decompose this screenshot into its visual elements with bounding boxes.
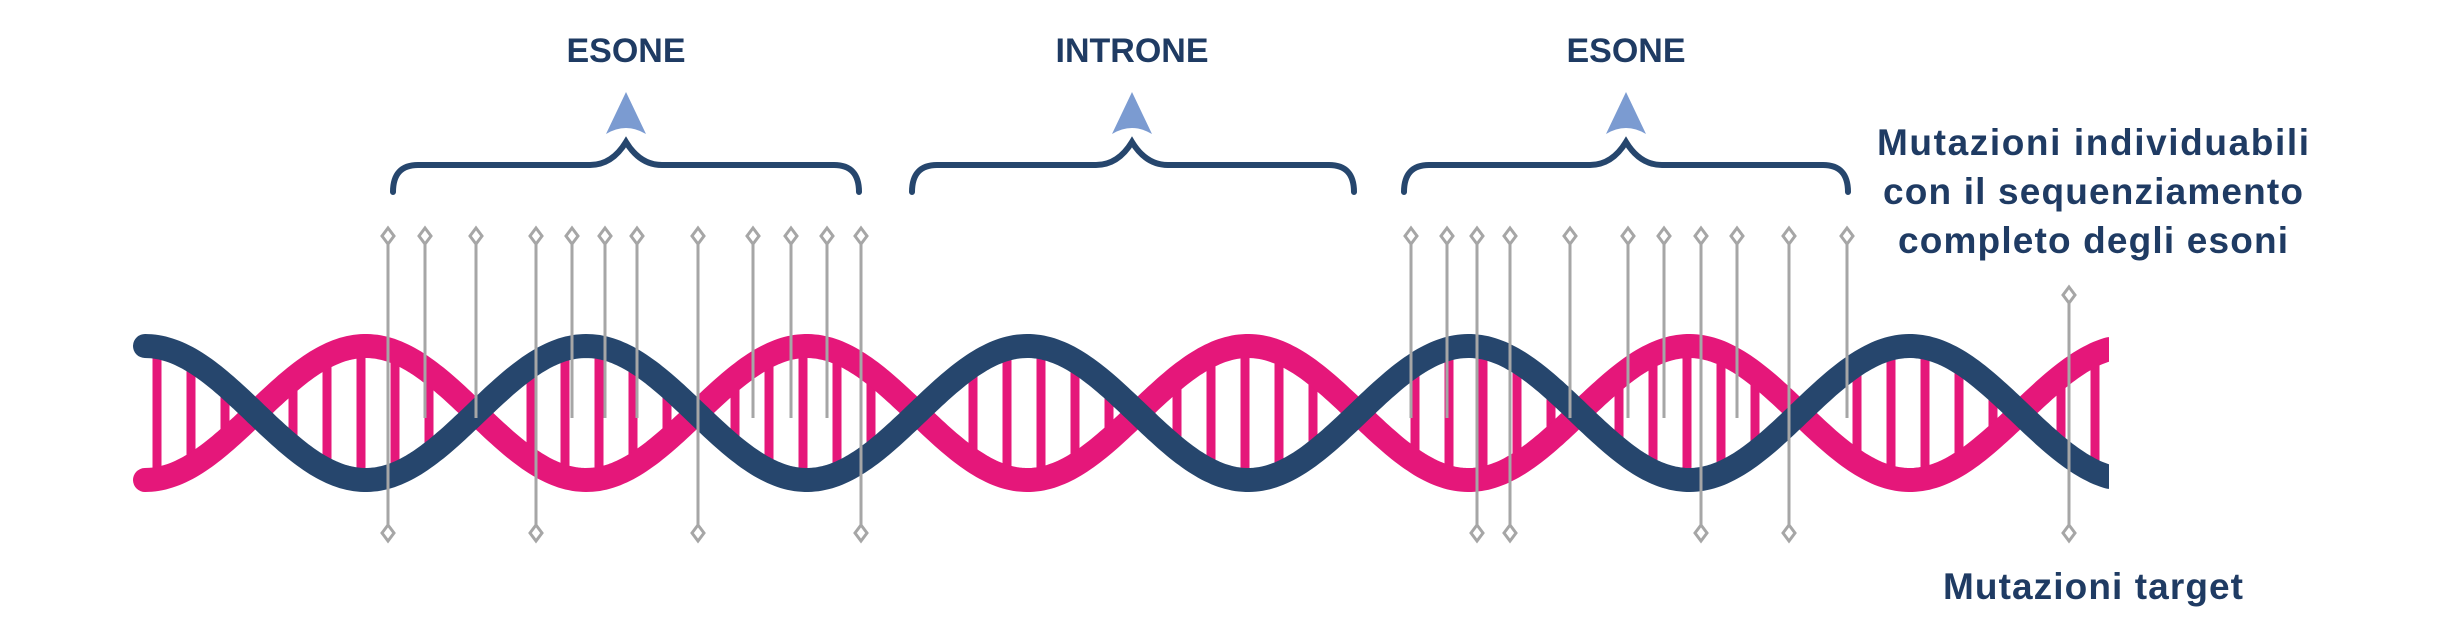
- diamond-icon: [690, 225, 706, 247]
- diamond-icon: [1469, 522, 1485, 544]
- exome-mutation-marker: [597, 225, 613, 418]
- target-mutation-marker: [1502, 225, 1518, 544]
- diamond-icon: [2061, 284, 2077, 306]
- exome-mutation-marker: [468, 225, 484, 418]
- mutation-markers: [380, 225, 2077, 544]
- exome-mutation-marker: [1839, 225, 1855, 418]
- target-mutation-marker: [1781, 225, 1797, 544]
- diamond-icon: [1439, 225, 1455, 247]
- diamond-icon: [690, 522, 706, 544]
- legend-exome-line-3: completo degli esoni: [1898, 220, 2288, 261]
- diamond-icon: [1403, 225, 1419, 247]
- region-label-exon-2: ESONE: [1566, 32, 1685, 70]
- diamond-icon: [1729, 225, 1745, 247]
- region-label-exon-1: ESONE: [566, 32, 685, 70]
- diamond-icon: [1469, 225, 1485, 247]
- dna-strands: [133, 300, 2129, 520]
- legend-target-marker: [2061, 284, 2077, 544]
- exome-mutation-marker: [745, 225, 761, 418]
- exome-mutation-marker: [1620, 225, 1636, 418]
- diamond-icon: [853, 225, 869, 247]
- diamond-icon: [1502, 522, 1518, 544]
- diamond-icon: [1781, 225, 1797, 247]
- dna-strand-blue: [133, 333, 2121, 492]
- diamond-icon: [783, 225, 799, 247]
- diamond-icon: [1620, 225, 1636, 247]
- diamond-icon: [1781, 522, 1797, 544]
- up-arrow-icon: [1606, 92, 1646, 134]
- diamond-icon: [597, 225, 613, 247]
- exome-mutation-marker: [1439, 225, 1455, 418]
- diamond-icon: [853, 522, 869, 544]
- target-mutation-marker: [1469, 225, 1485, 544]
- region-exon-1: ESONE: [390, 32, 862, 195]
- region-intron: INTRONE: [909, 32, 1357, 195]
- exome-mutation-marker: [1729, 225, 1745, 418]
- diamond-icon: [1502, 225, 1518, 247]
- target-mutation-marker: [528, 225, 544, 544]
- exome-mutation-marker: [564, 225, 580, 418]
- diamond-icon: [1839, 225, 1855, 247]
- diamond-icon: [417, 225, 433, 247]
- exome-mutation-marker: [1562, 225, 1578, 418]
- diamond-icon: [380, 225, 396, 247]
- strand-end-mask: [2109, 300, 2129, 520]
- legend-exome-sequencing: Mutazioni individuabili con il sequenzia…: [1877, 122, 2309, 261]
- diamond-icon: [2061, 522, 2077, 544]
- target-mutation-marker: [690, 225, 706, 544]
- exome-mutation-marker: [1403, 225, 1419, 418]
- target-mutation-marker: [853, 225, 869, 544]
- diamond-icon: [564, 225, 580, 247]
- target-mutation-marker: [1693, 225, 1709, 544]
- diamond-icon: [1693, 522, 1709, 544]
- brace-exon-2: [1401, 136, 1851, 195]
- diamond-icon: [528, 522, 544, 544]
- diamond-icon: [819, 225, 835, 247]
- diamond-icon: [380, 522, 396, 544]
- diamond-icon: [1656, 225, 1672, 247]
- legend-exome-line-1: Mutazioni individuabili: [1877, 122, 2309, 163]
- region-exon-2: ESONE: [1401, 32, 1851, 195]
- diamond-icon: [528, 225, 544, 247]
- brace-intron: [909, 136, 1357, 195]
- exome-mutation-marker: [1656, 225, 1672, 418]
- exome-mutation-marker: [783, 225, 799, 418]
- exome-mutation-marker: [417, 225, 433, 418]
- up-arrow-icon: [1112, 92, 1152, 134]
- diamond-icon: [629, 225, 645, 247]
- diamond-icon: [745, 225, 761, 247]
- legend-target-mutations: Mutazioni target: [1943, 566, 2243, 607]
- target-mutation-marker: [380, 225, 396, 544]
- diamond-icon: [1693, 225, 1709, 247]
- up-arrow-icon: [606, 92, 646, 134]
- brace-exon-1: [390, 136, 862, 195]
- legend-exome-line-2: con il sequenziamento: [1883, 171, 2303, 212]
- region-label-intron: INTRONE: [1056, 32, 1209, 70]
- exome-mutation-marker: [629, 225, 645, 418]
- diamond-icon: [468, 225, 484, 247]
- diamond-icon: [1562, 225, 1578, 247]
- exome-mutation-marker: [819, 225, 835, 418]
